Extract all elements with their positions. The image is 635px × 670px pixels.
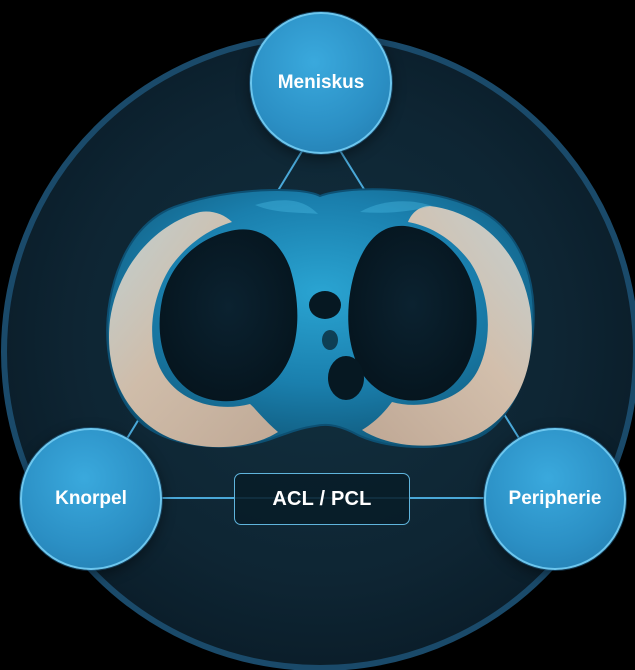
cruciate-notch-lower bbox=[328, 356, 364, 400]
cruciate-notch-middle bbox=[322, 330, 338, 350]
surface-highlight bbox=[360, 201, 432, 213]
tibia-plateau-image bbox=[106, 188, 535, 448]
center-label-text: ACL / PCL bbox=[272, 487, 372, 510]
node-peripherie[interactable]: Peripherie bbox=[484, 428, 626, 570]
cruciate-notch-upper bbox=[309, 291, 341, 319]
medial-meniscus bbox=[108, 211, 278, 448]
surface-highlight bbox=[255, 200, 318, 214]
center-label-acl-pcl[interactable]: ACL / PCL bbox=[234, 473, 410, 525]
node-peripherie-label: Peripherie bbox=[508, 488, 602, 509]
node-meniskus[interactable]: Meniskus bbox=[250, 12, 392, 154]
node-knorpel[interactable]: Knorpel bbox=[20, 428, 162, 570]
lateral-meniscus bbox=[362, 206, 532, 446]
node-meniskus-label: Meniskus bbox=[277, 72, 365, 93]
node-knorpel-label: Knorpel bbox=[55, 488, 127, 509]
medial-opening bbox=[159, 229, 298, 402]
lateral-opening bbox=[348, 225, 477, 401]
